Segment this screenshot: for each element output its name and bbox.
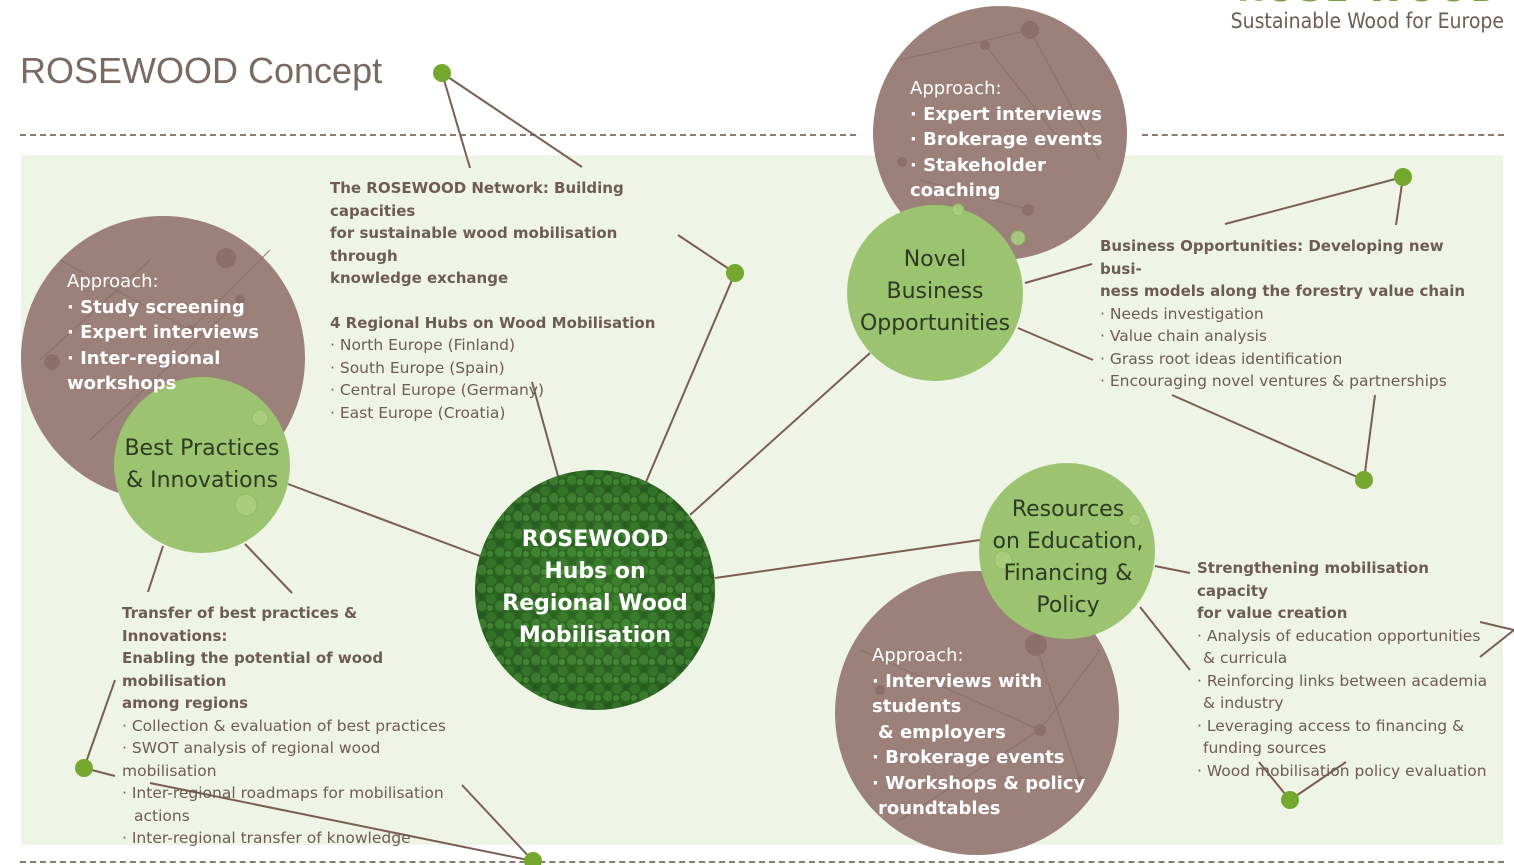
node-dot	[433, 64, 451, 82]
resources-approach: Approach: · Interviews with students & e…	[872, 645, 1086, 819]
resources-label: Resources on Education, Financing & Poli…	[992, 497, 1144, 618]
best-practices-label: Best Practices & Innovations	[124, 436, 280, 493]
page-title: ROSEWOOD Concept	[20, 50, 383, 91]
top-divider-left	[20, 134, 856, 136]
brand-logo: ROSE WOOD	[1237, 0, 1502, 10]
novel-business-label: Novel Business Opportunities	[859, 247, 1011, 336]
network-text: The ROSEWOOD Network: Building capacitie…	[330, 179, 656, 422]
node-dot	[524, 852, 542, 865]
novel-business-text: Business Opportunities: Developing new b…	[1100, 237, 1466, 390]
center-hub-label: ROSEWOOD Hubs on Regional Wood Mobilisat…	[502, 527, 688, 648]
brand-tagline: Sustainable Wood for Europe	[1230, 9, 1504, 33]
novel-business-approach: Approach: · Expert interviews · Brokerag…	[910, 78, 1103, 201]
best-practices-text: Transfer of best practices & Innovations…	[122, 604, 446, 847]
bottom-divider	[20, 861, 1504, 863]
top-divider-right	[1142, 134, 1504, 136]
resources-text: Strengthening mobilisation capacity for …	[1197, 559, 1488, 780]
best-practices-approach: Approach: · Study screening · Expert int…	[67, 271, 259, 394]
